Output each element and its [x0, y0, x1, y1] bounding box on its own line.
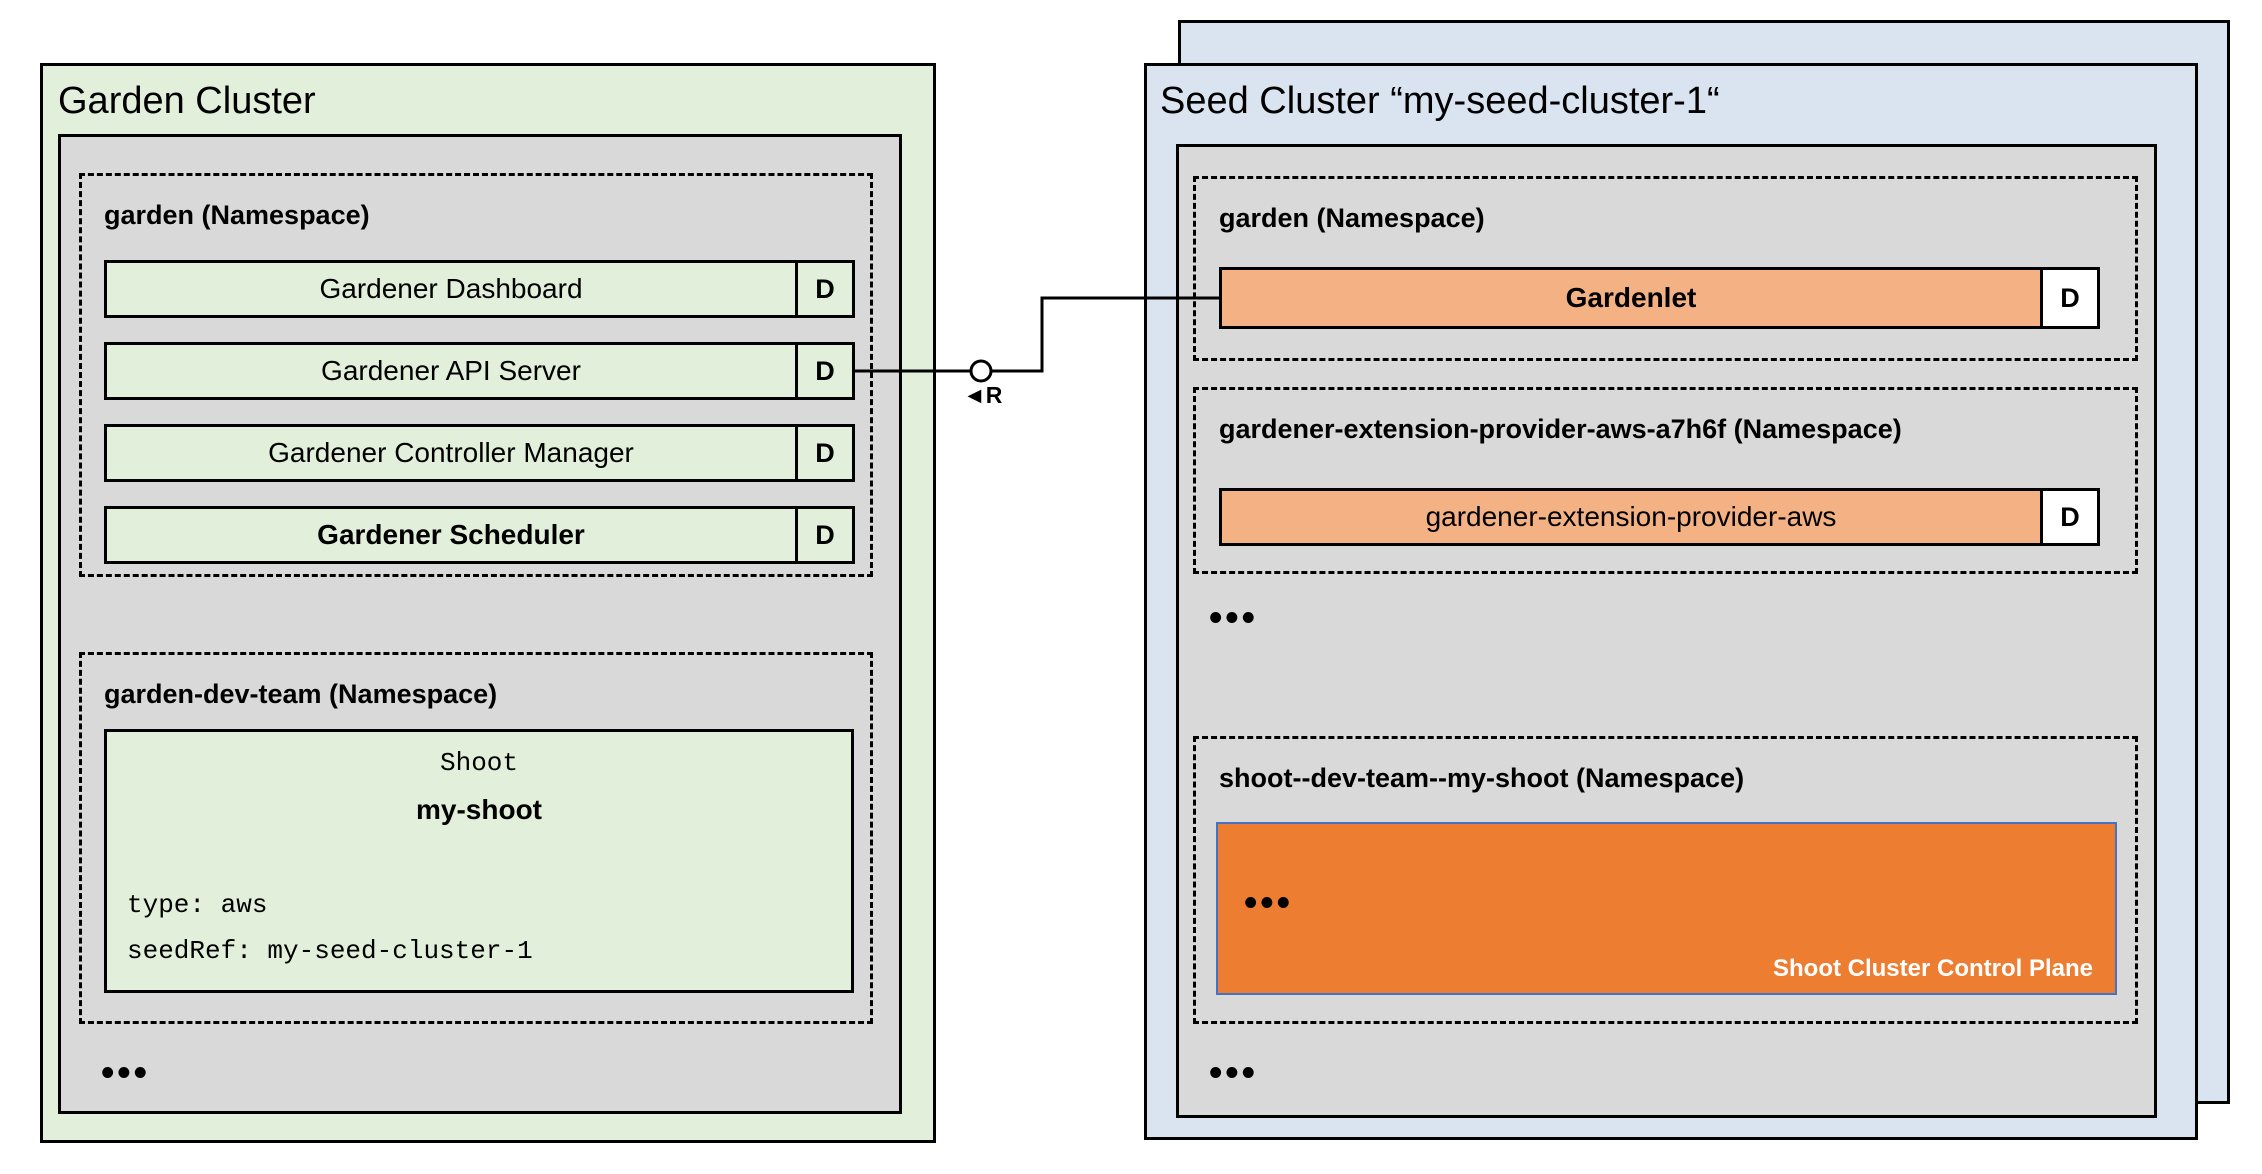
garden-dev-team-namespace-box — [79, 652, 873, 1024]
deployment-badge: D — [2040, 267, 2100, 329]
seed-garden-namespace-label: garden (Namespace) — [1219, 203, 1485, 233]
deployment-badge: D — [795, 342, 855, 400]
component-gardener-controller-manager: Gardener Controller Manager D — [104, 424, 855, 482]
control-plane-ellipsis: ••• — [1244, 882, 1293, 924]
seed-cluster-title: Seed Cluster “my-seed-cluster-1“ — [1160, 80, 1720, 122]
deployment-badge: D — [795, 424, 855, 482]
component-gardener-api-server: Gardener API Server D — [104, 342, 855, 400]
control-plane-label: Shoot Cluster Control Plane — [1772, 955, 2093, 982]
component-label: Gardener Dashboard — [104, 260, 798, 318]
shoot-spec-seedref: seedRef: my-seed-cluster-1 — [127, 936, 533, 966]
extension-namespace-label: gardener-extension-provider-aws-a7h6f (N… — [1219, 414, 1902, 444]
component-label: Gardenlet — [1219, 267, 2043, 329]
component-extension-provider-aws: gardener-extension-provider-aws D — [1219, 488, 2100, 546]
deployment-badge: D — [2040, 488, 2100, 546]
garden-cluster-title: Garden Cluster — [58, 80, 316, 122]
component-label: Gardener API Server — [104, 342, 798, 400]
seed-garden-namespace-box — [1193, 176, 2138, 361]
connector-direction-label: ◄R — [963, 382, 1003, 408]
component-label: Gardener Scheduler — [104, 506, 798, 564]
shoot-resource-name: my-shoot — [416, 794, 542, 825]
deployment-badge: D — [795, 260, 855, 318]
component-gardenlet: Gardenlet D — [1219, 267, 2100, 329]
shoot-namespace-box — [1193, 736, 2138, 1024]
component-label: gardener-extension-provider-aws — [1219, 488, 2043, 546]
component-gardener-dashboard: Gardener Dashboard D — [104, 260, 855, 318]
extension-namespace-box — [1193, 387, 2138, 574]
garden-namespace-label: garden (Namespace) — [104, 200, 370, 230]
garden-namespace-box — [79, 173, 873, 577]
shoot-spec-type: type: aws — [127, 890, 268, 920]
shoot-resource-kind: Shoot — [439, 748, 518, 778]
component-label: Gardener Controller Manager — [104, 424, 798, 482]
shoot-resource-box: Shoot my-shoot type: aws seedRef: my-see… — [104, 729, 854, 993]
shoot-control-plane-box: ••• Shoot Cluster Control Plane — [1216, 822, 2117, 995]
component-gardener-scheduler: Gardener Scheduler D — [104, 506, 855, 564]
seed-ellipsis-middle: ••• — [1209, 597, 1258, 639]
deployment-badge: D — [795, 506, 855, 564]
seed-ellipsis-bottom: ••• — [1209, 1052, 1258, 1094]
garden-dev-team-namespace-label: garden-dev-team (Namespace) — [104, 679, 498, 709]
garden-ellipsis: ••• — [101, 1052, 150, 1094]
shoot-namespace-label: shoot--dev-team--my-shoot (Namespace) — [1219, 763, 1745, 793]
interface-circle — [969, 359, 993, 383]
